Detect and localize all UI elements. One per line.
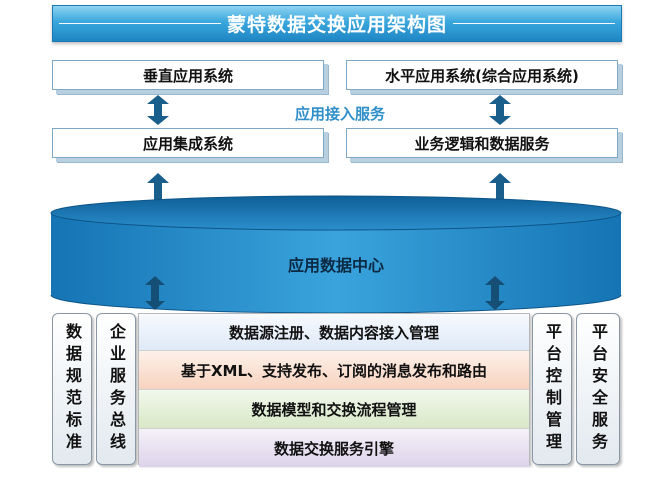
layer-xml-message-routing[interactable]: 基于XML、支持发布、订阅的消息发布和路由 (139, 351, 529, 390)
layer-stack: 数据源注册、数据内容接入管理 基于XML、支持发布、订阅的消息发布和路由 数据模… (138, 313, 530, 467)
title-banner: 蒙特数据交换应用架构图 (52, 5, 622, 42)
double-arrow-icon (145, 276, 165, 310)
vertical-app-system-label: 垂直应用系统 (142, 66, 233, 85)
business-logic-data-service-label: 业务逻辑和数据服务 (414, 134, 550, 153)
double-arrow-icon (147, 95, 169, 125)
app-integration-system-box[interactable]: 应用集成系统 (52, 128, 324, 158)
layer-exchange-engine[interactable]: 数据交换服务引擎 (139, 429, 529, 467)
platform-security-label: 平台安全服务 (589, 323, 608, 455)
layer-3-label: 数据模型和交换流程管理 (251, 400, 417, 419)
layer-1-label: 数据源注册、数据内容接入管理 (228, 323, 439, 342)
data-standard-label: 数据规范标准 (63, 323, 82, 455)
business-logic-data-service-box[interactable]: 业务逻辑和数据服务 (346, 128, 618, 158)
double-arrow-icon (489, 95, 511, 125)
data-center-cylinder (50, 195, 622, 315)
enterprise-service-bus-column[interactable]: 企业服务总线 (96, 313, 136, 465)
enterprise-service-bus-label: 企业服务总线 (107, 323, 126, 455)
layer-2-label: 基于XML、支持发布、订阅的消息发布和路由 (180, 361, 488, 380)
app-access-service-label: 应用接入服务 (294, 105, 385, 123)
data-center-label: 应用数据中心 (287, 256, 384, 275)
title-rule-left (59, 23, 221, 24)
data-standard-column[interactable]: 数据规范标准 (52, 313, 92, 465)
platform-security-column[interactable]: 平台安全服务 (576, 313, 620, 465)
platform-control-label: 平台控制管理 (543, 323, 562, 455)
diagram-title: 蒙特数据交换应用架构图 (227, 14, 448, 36)
layer-4-label: 数据交换服务引擎 (273, 439, 394, 458)
double-arrow-icon (485, 276, 505, 310)
app-integration-system-label: 应用集成系统 (142, 134, 233, 153)
platform-control-column[interactable]: 平台控制管理 (532, 313, 572, 465)
horizontal-app-system-box[interactable]: 水平应用系统(综合应用系统) (346, 60, 618, 90)
vertical-app-system-box[interactable]: 垂直应用系统 (52, 60, 324, 90)
layer-data-model-flow[interactable]: 数据模型和交换流程管理 (139, 390, 529, 429)
layer-data-source-registration[interactable]: 数据源注册、数据内容接入管理 (139, 314, 529, 351)
title-rule-right (453, 23, 616, 24)
horizontal-app-system-label: 水平应用系统(综合应用系统) (385, 66, 579, 85)
